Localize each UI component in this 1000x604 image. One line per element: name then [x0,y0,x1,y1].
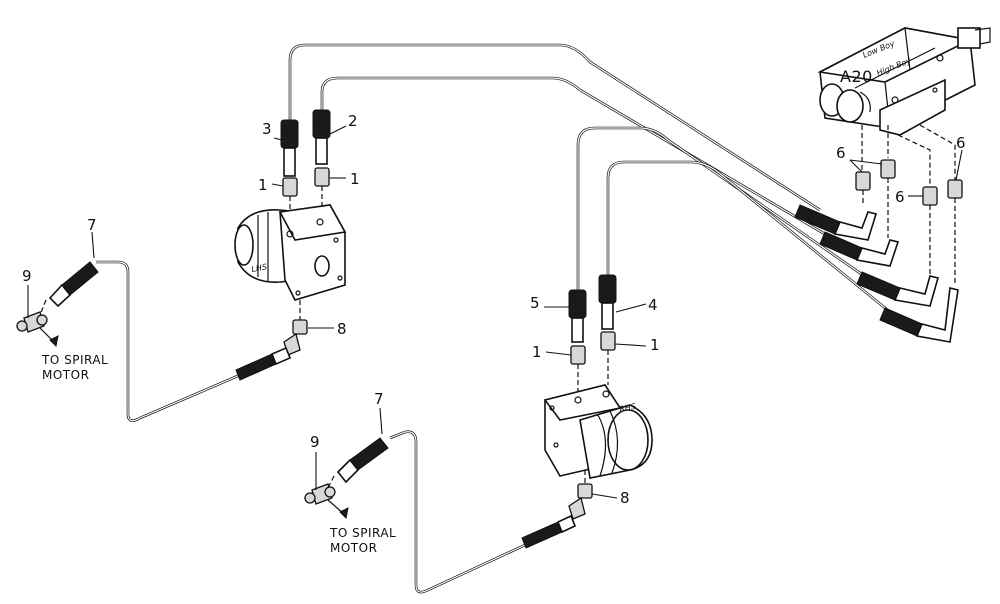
callout-1-right-a: 1 [532,343,542,361]
adapter-fitting-6-a [855,171,871,191]
hose-end-3 [280,119,299,149]
note-left-line1: TO SPIRAL [41,353,108,367]
left-motor-shaft [314,255,330,277]
adapter-fitting-6-d [947,179,963,199]
left-motor-assembly: LHS [16,109,347,381]
adapter-fitting-1-left-b [314,167,330,187]
callout-7-right: 7 [374,390,384,408]
adapter-fitting-1-right-b [600,331,616,351]
valve-hose-end-c [856,271,901,301]
callout-3: 3 [262,120,272,138]
callouts: 3 2 1 1 7 9 8 5 4 1 1 7 9 8 6 6 6 [22,112,966,507]
note-left-line2: MOTOR [42,368,89,382]
hose-left-spiral [96,260,241,423]
adapter-fitting-6-b [880,159,896,179]
adapter-fitting-1-right-a [570,345,586,365]
right-motor-label: RHS [619,402,637,414]
hose-end-7-right [349,437,389,471]
hose-end-5 [568,289,587,319]
note-right-line1: TO SPIRAL [329,526,396,540]
callout-6-b: 6 [895,188,905,206]
callout-1-left-a: 1 [258,176,268,194]
hose-end-4 [598,274,617,304]
valve-knob-right [836,89,864,123]
hose-end-left-spiral [235,353,277,381]
callout-9-right: 9 [310,433,320,451]
valve-id-label: A20 [840,67,873,86]
control-valve-block: A20 Low Boy High Boy [794,27,991,343]
callout-1-right-b: 1 [650,336,660,354]
right-motor-assembly: RHS [304,274,653,549]
callout-6-a: 6 [836,144,846,162]
callout-9-left: 9 [22,267,32,285]
callout-8-right: 8 [620,489,630,507]
adapter-fitting-6-c [922,186,938,206]
hose-end-2 [312,109,331,139]
callout-5: 5 [530,294,540,312]
elbow-fitting-8-right [577,483,593,499]
hose-routing [96,43,891,594]
adapter-fitting-1-left-a [282,177,298,197]
valve-hose-end-d [879,307,923,337]
callout-4: 4 [648,296,658,314]
spiral-motor-notes: TO SPIRAL MOTOR TO SPIRAL MOTOR [41,353,396,555]
callout-2: 2 [348,112,358,130]
left-motor-label: LHS [251,262,268,274]
callout-8-left: 8 [337,320,347,338]
callout-7-left: 7 [87,216,97,234]
hose-end-7-left [61,261,99,296]
note-right-line2: MOTOR [330,541,377,555]
elbow-fitting-8-left [292,319,308,335]
callout-6-c: 6 [956,134,966,152]
hose-right-spiral [389,430,526,594]
hose-end-right-spiral [521,521,563,549]
hose-5-line [576,126,871,290]
callout-1-left-b: 1 [350,170,360,188]
